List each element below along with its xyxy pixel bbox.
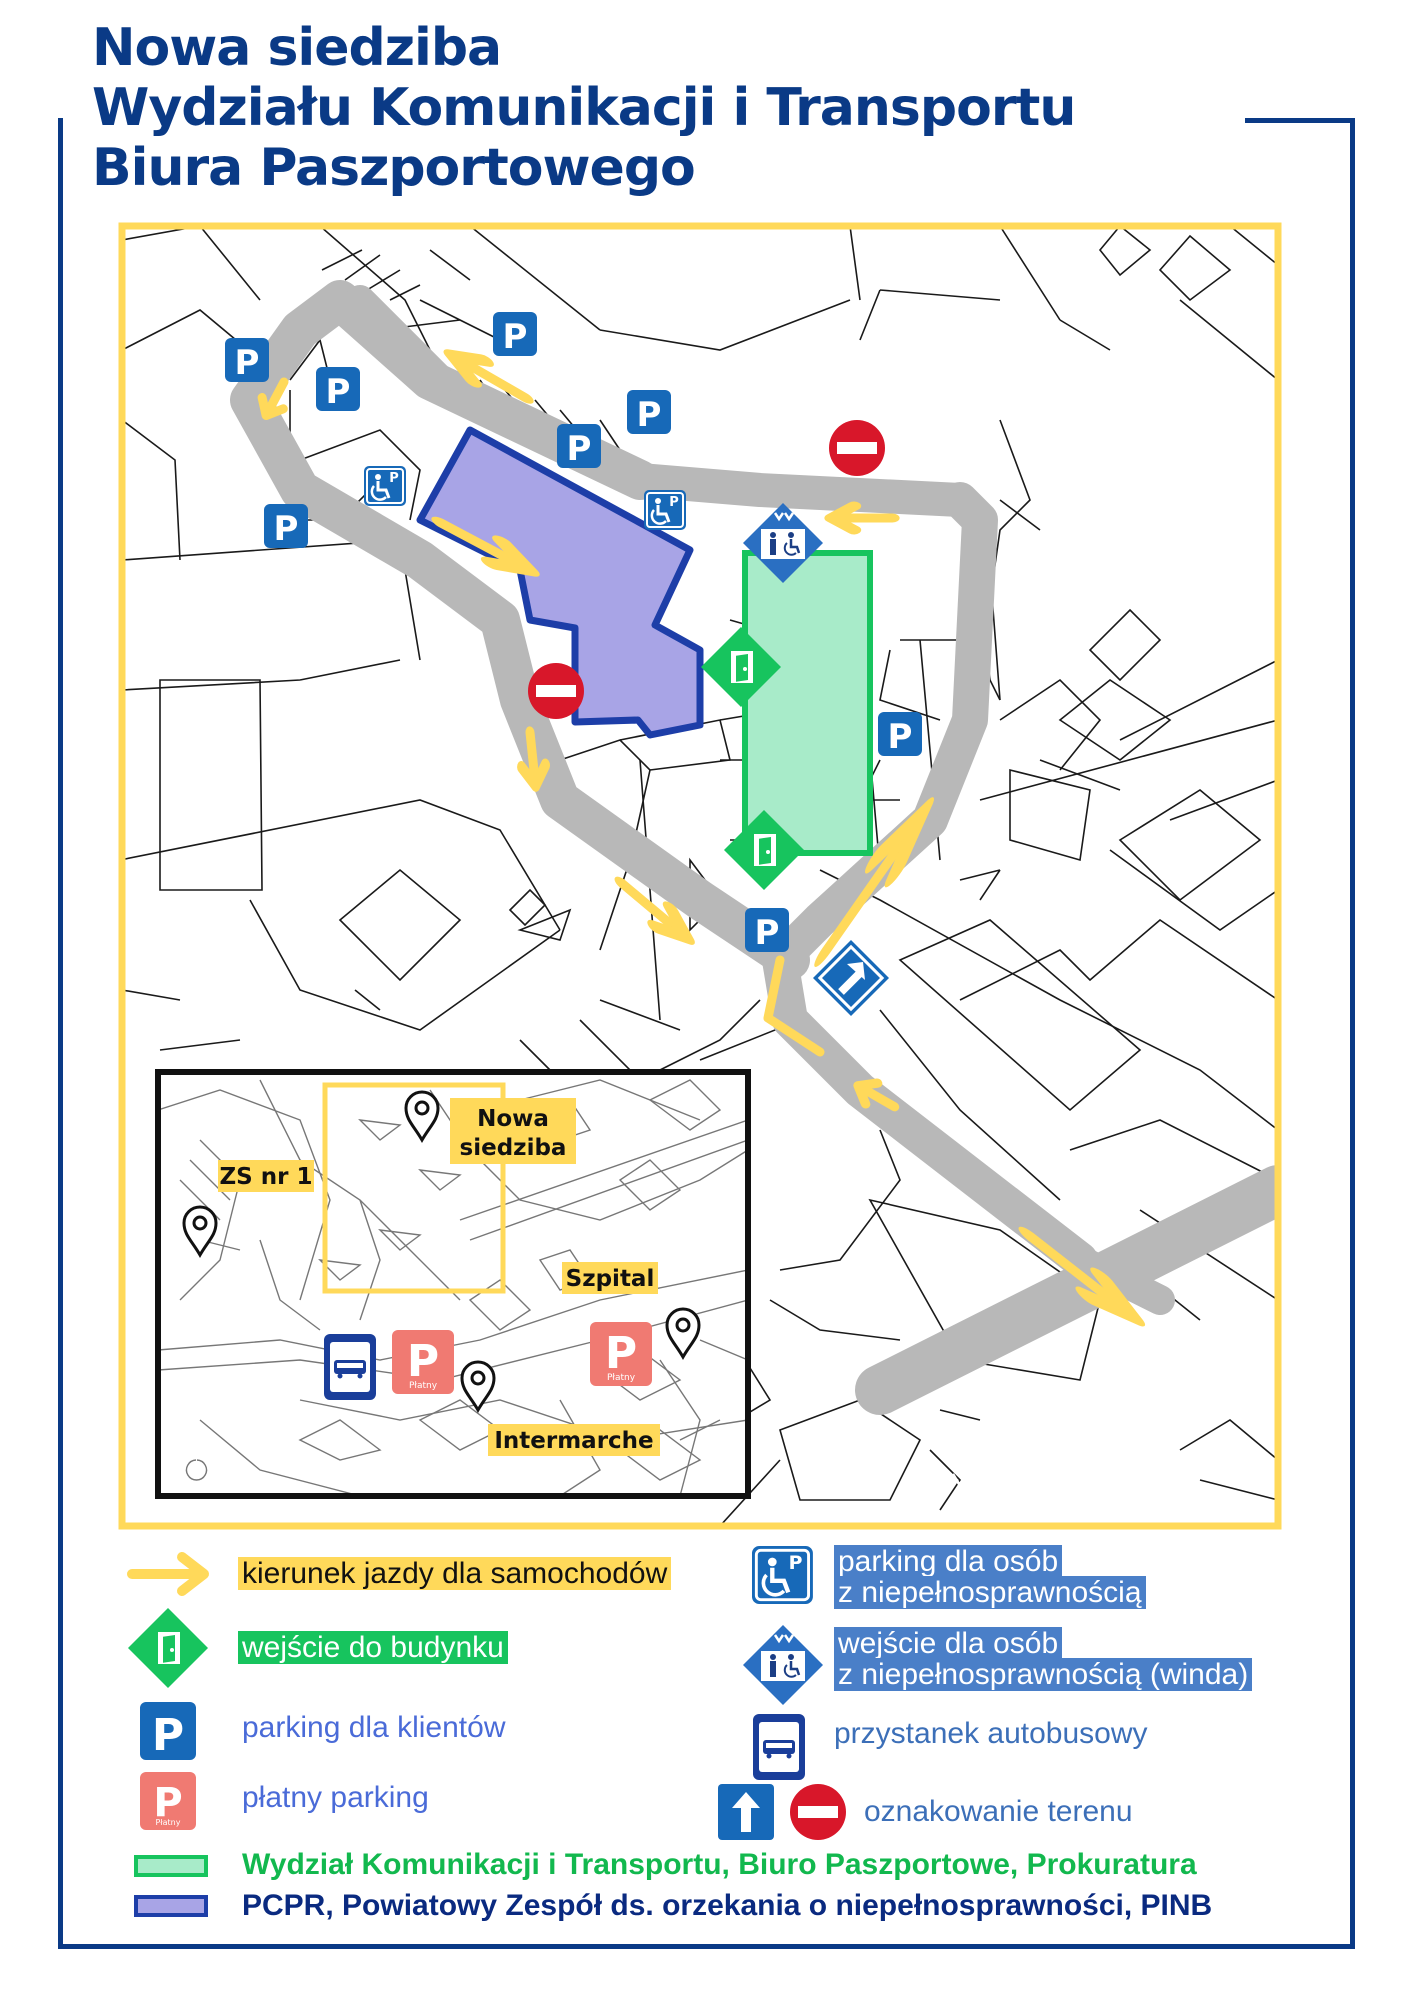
legend-purple-area: PCPR, Powiatowy Zespół ds. orzekania o n…: [242, 1889, 1213, 1922]
svg-text:P: P: [153, 1780, 182, 1826]
legend-paid-parking: płatny parking: [242, 1781, 429, 1814]
no-entry-sign: [829, 420, 885, 476]
legend-green-area: Wydział Komunikacji i Transportu, Biuro …: [242, 1848, 1197, 1881]
inset-label-market: Intermarche: [494, 1428, 653, 1454]
inset-label-hospital: Szpital: [566, 1266, 655, 1292]
inset-label-new-1: Nowa: [477, 1106, 549, 1132]
svg-text:P: P: [152, 1710, 184, 1761]
frame-bottom: [58, 1944, 1355, 1949]
inset-label-school: ZS nr 1: [220, 1164, 313, 1190]
car-direction-arrows: [256, 345, 1141, 1326]
frame-right: [1350, 118, 1355, 1949]
inset-paid-parking-icon: Płatny: [392, 1330, 454, 1394]
frame-top-right: [1245, 118, 1355, 123]
legend-paid-sign-text: Płatny: [156, 1818, 181, 1827]
legend-client-parking: parking dla klientów: [242, 1711, 506, 1744]
inset-bus-stop-icon: [324, 1334, 376, 1400]
legend-disabled-parking: parking dla osób z niepełnosprawnością: [834, 1545, 1146, 1609]
title-line-1: Nowa siedziba: [92, 18, 502, 78]
legend-entrance: wejście do budynku: [238, 1631, 508, 1664]
title-line-3: Biura Paszportowego: [92, 138, 696, 198]
green-building[interactable]: [742, 550, 873, 856]
inset-paid-parking-icon: Płatny: [590, 1322, 652, 1386]
map-frame: [118, 222, 1282, 1530]
one-way-sign: [813, 940, 889, 1016]
legend-site-signage: oznakowanie terenu: [864, 1795, 1133, 1828]
legend-disabled-entrance: wejście dla osób z niepełnosprawnością (…: [834, 1627, 1253, 1691]
map-title: Nowa siedziba Wydziału Komunikacji i Tra…: [92, 18, 1076, 198]
frame-left: [58, 118, 63, 1948]
no-entry-sign: [528, 663, 584, 719]
legend-car-direction: kierunek jazdy dla samochodów: [238, 1557, 672, 1590]
inset-highlight-area: [322, 1082, 506, 1294]
inset-label-new-2: siedziba: [460, 1135, 567, 1161]
title-line-2: Wydziału Komunikacji i Transportu: [92, 78, 1076, 138]
legend-icons: P P Płatny: [127, 1546, 846, 1917]
paid-sign-text: Płatny: [607, 1373, 636, 1383]
inset-label-bg: [450, 1098, 576, 1164]
legend-bus-stop: przystanek autobusowy: [834, 1717, 1148, 1750]
paid-sign-text: Płatny: [409, 1381, 438, 1391]
